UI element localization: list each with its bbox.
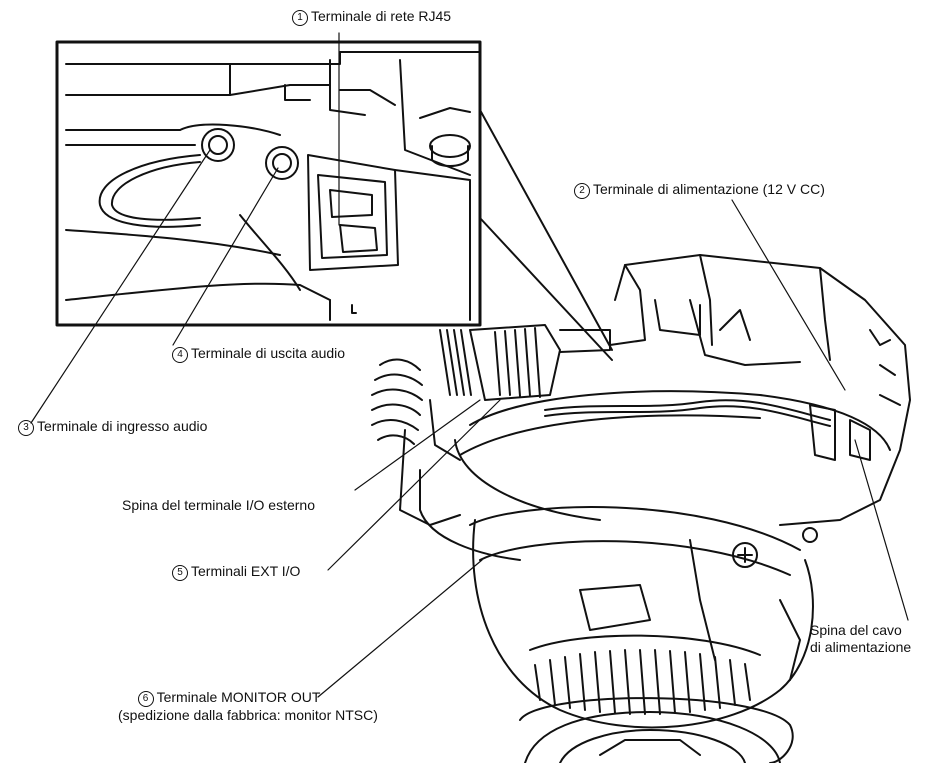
callout-number: 2 [574,183,590,199]
leader-lines [30,32,909,698]
label-text: Terminale di alimentazione (12 V CC) [593,181,825,197]
dome-assembly [469,506,818,763]
camera-body [371,254,911,561]
callout-number: 4 [172,347,188,363]
inset-detail [55,40,613,361]
label-power-plug: Spina del cavo di alimentazione [810,622,911,656]
leader-audio-in [30,149,211,424]
label-text: Terminale di rete RJ45 [311,8,452,24]
label-text: Terminali EXT I/O [191,563,301,579]
leader-io-plug [354,399,481,491]
callout-number: 1 [292,10,308,26]
leader-monitor-out [317,559,483,698]
leader-audio-out [172,167,279,346]
label-line-2: di alimentazione [810,639,912,655]
leader-ext-io [327,399,501,571]
label-line-2: (spedizione dalla fabbrica: monitor NTSC… [118,707,378,723]
leader-power-plug [854,439,909,621]
label-io-plug: Spina del terminale I/O esterno [122,497,315,514]
label-text: Terminale MONITOR OUT [156,689,321,705]
label-text: Terminale di ingresso audio [37,418,208,434]
callout-number: 6 [137,691,154,707]
callout-number: 3 [18,420,34,436]
label-text: Spina del terminale I/O esterno [122,497,315,513]
label-line-1: Spina del cavo [810,622,902,638]
label-text: Terminale di uscita audio [191,345,346,361]
leader-power [731,199,846,391]
callout-number: 5 [172,565,188,581]
